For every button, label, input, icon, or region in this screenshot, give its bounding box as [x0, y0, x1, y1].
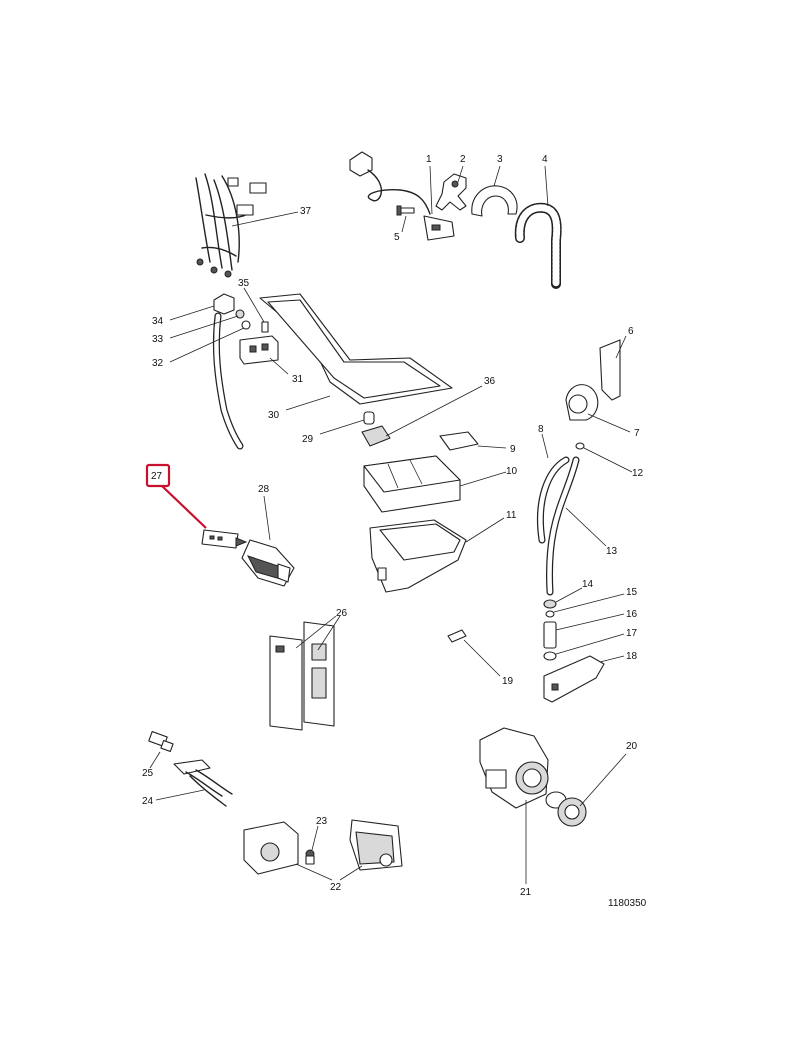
interference-filter-part	[241, 539, 295, 587]
callout-19: 19	[502, 676, 514, 687]
connector-part	[447, 629, 467, 643]
solenoid-valve-part	[543, 655, 605, 703]
callout-24: 24	[142, 796, 154, 807]
callout-35: 35	[238, 278, 250, 289]
power-cord-part	[349, 151, 455, 241]
interference-filter-label-part	[201, 529, 248, 549]
callout-37: 37	[300, 206, 312, 217]
screw-23-part	[305, 849, 315, 865]
electronic-module-part	[269, 621, 335, 731]
callout-33: 33	[152, 334, 164, 345]
callout-6: 6	[628, 326, 634, 337]
drawing-number: 1180350	[608, 898, 647, 909]
spacer-part	[363, 411, 375, 425]
pump-filter-part	[545, 791, 587, 827]
heating-element-part	[173, 759, 233, 807]
filter-part	[543, 621, 557, 649]
dispenser-housing-part	[369, 519, 467, 593]
callout-31: 31	[292, 374, 304, 385]
pressure-switch-part	[565, 384, 599, 421]
callout-36: 36	[484, 376, 496, 387]
callout-2: 2	[460, 154, 466, 165]
callout-layer: 1 2 3 4 5 37 35 34 33 32 31 30 2	[142, 154, 647, 909]
callout-29: 29	[302, 434, 314, 445]
callout-17: 17	[626, 628, 638, 639]
callout-18: 18	[626, 651, 638, 662]
callout-22: 22	[330, 882, 342, 893]
callout-16: 16	[626, 609, 638, 620]
detergent-drawer-part	[363, 455, 461, 513]
callout-11: 11	[506, 510, 517, 521]
callout-28: 28	[258, 484, 270, 495]
pressure-chamber-hose-part	[212, 293, 251, 450]
callout-32: 32	[152, 358, 164, 369]
ntc-sensor-part	[148, 731, 174, 753]
o-ring-17-part	[543, 651, 557, 661]
motor-part	[243, 819, 403, 875]
callout-14: 14	[582, 579, 594, 590]
callout-21: 21	[520, 887, 532, 898]
o-ring-12-part	[575, 442, 585, 450]
y-connector-part	[435, 173, 467, 211]
pin-part	[261, 321, 269, 333]
callout-12: 12	[632, 468, 644, 479]
top-frame-part	[259, 293, 453, 405]
drain-pump-part	[479, 727, 549, 809]
door-lock-part	[239, 335, 279, 365]
callout-7: 7	[634, 428, 640, 439]
siphon-part	[361, 425, 391, 447]
callout-5: 5	[394, 232, 400, 243]
washer-15-part	[545, 610, 555, 618]
drain-hose-part	[514, 202, 562, 289]
callout-1: 1	[426, 154, 432, 165]
callout-10: 10	[506, 466, 518, 477]
callout-30: 30	[268, 410, 280, 421]
siphon-cap-part	[439, 431, 479, 451]
callout-4: 4	[542, 154, 548, 165]
callout-13: 13	[606, 546, 618, 557]
highlight-box	[145, 463, 171, 488]
callout-15: 15	[626, 587, 638, 598]
callout-23: 23	[316, 816, 328, 827]
callout-20: 20	[626, 741, 638, 752]
highlight-leader	[161, 485, 207, 529]
nut-part	[543, 599, 557, 609]
bracket-part	[599, 339, 621, 401]
callout-34: 34	[152, 316, 164, 327]
callout-26: 26	[336, 608, 348, 619]
callout-27: 27	[151, 471, 163, 482]
hose-guide-part	[471, 185, 518, 217]
screw-5-part	[396, 205, 415, 216]
callout-25: 25	[142, 768, 154, 779]
callout-9: 9	[510, 444, 516, 455]
callout-8: 8	[538, 424, 544, 435]
callout-3: 3	[497, 154, 503, 165]
wiring-harness-part	[195, 173, 267, 278]
